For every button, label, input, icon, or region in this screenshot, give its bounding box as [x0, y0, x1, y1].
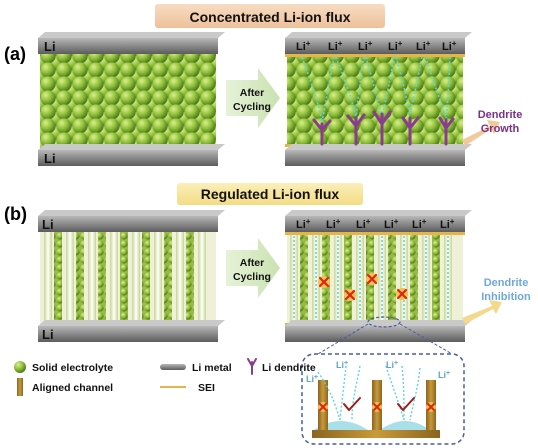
li-metal-icon: [160, 364, 186, 370]
panel-b: (b) Regulated Li-ion flux: [4, 183, 531, 355]
legend-item-li-dendrite: Li dendrite: [247, 358, 316, 375]
svg-text:Solid electrolyte: Solid electrolyte: [32, 362, 113, 374]
dendrite-inhibition-indicator: Dendrite Inhibition: [462, 277, 531, 324]
panel-a-banner: [155, 4, 385, 28]
svg-text:Li+: Li+: [296, 39, 311, 53]
panel-a-banner-text: Concentrated Li-ion flux: [190, 9, 351, 25]
panel-a-cycling-arrow: After Cycling: [226, 68, 280, 128]
panel-a-cycled-cell: Li+ Li+ Li+ Li+ Li+ Li+: [285, 32, 472, 166]
sei-icon: [160, 386, 186, 388]
svg-text:Li dendrite: Li dendrite: [262, 362, 316, 374]
dendrite-growth-indicator: Dendrite Growth: [462, 109, 522, 146]
svg-text:Li metal: Li metal: [192, 362, 232, 374]
svg-text:Li+: Li+: [438, 370, 450, 380]
panel-b-initial-cell: Li Li: [38, 210, 225, 342]
arrow-text-after: After: [240, 87, 265, 99]
svg-text:Aligned channel: Aligned channel: [32, 382, 113, 394]
svg-text:Li+: Li+: [416, 39, 431, 53]
inset-checkmarks: [343, 397, 415, 411]
legend-item-aligned-channel: Aligned channel: [17, 378, 113, 396]
growth-text-line2: Growth: [481, 123, 520, 135]
svg-text:SEI: SEI: [198, 382, 215, 394]
svg-text:Li+: Li+: [326, 217, 341, 231]
inset-ion-trails: [317, 365, 421, 421]
sei-layer-top: [285, 54, 465, 57]
aligned-channels-initial: [44, 232, 206, 326]
li-ion-labels-b: Li+ Li+ Li+ Li+ Li+ Li+: [296, 217, 455, 231]
legend-item-sei: SEI: [160, 382, 215, 394]
arrow-b-text-cycling: Cycling: [233, 271, 271, 283]
svg-text:Li+: Li+: [328, 39, 343, 53]
concentrated-ion-trails: [301, 56, 451, 123]
inhibition-text-line1: Dendrite: [484, 277, 529, 289]
panel-a-initial-cell: Li Li: [38, 32, 225, 166]
legend-item-solid-electrolyte: Solid electrolyte: [14, 361, 113, 374]
blocked-markers: [318, 273, 408, 301]
li-dendrite-icon: [247, 358, 257, 375]
solid-electrolyte-block: [40, 54, 216, 150]
svg-text:Li+: Li+: [356, 217, 371, 231]
panel-b-cycled-cell: Li+ Li+ Li+ Li+ Li+ Li+: [285, 210, 472, 342]
panel-b-banner-text: Regulated Li-ion flux: [201, 186, 340, 202]
li-metal-anode-bottom: [38, 150, 218, 166]
arrow-b-text-after: After: [240, 257, 265, 269]
zoom-inset: Li+ Li+ Li+ Li+: [301, 353, 465, 445]
svg-text:Li+: Li+: [412, 217, 427, 231]
svg-text:Li+: Li+: [358, 39, 373, 53]
zoom-region: [367, 316, 401, 328]
anode-top-label: Li: [44, 39, 56, 54]
anode-top-label-b: Li: [42, 217, 54, 232]
anode-bottom-label-b: Li: [42, 327, 54, 342]
legend-item-li-metal: Li metal: [160, 362, 232, 374]
li-metal-anode-top: [38, 38, 218, 54]
svg-text:Li+: Li+: [442, 39, 457, 53]
svg-text:Li+: Li+: [336, 360, 348, 370]
panel-b-cycling-arrow: After Cycling: [226, 238, 280, 298]
svg-text:Li+: Li+: [388, 39, 403, 53]
svg-text:Li+: Li+: [386, 360, 398, 370]
li-dendrites: [312, 110, 455, 146]
svg-text:Li+: Li+: [440, 217, 455, 231]
inset-li-labels: Li+ Li+ Li+ Li+: [306, 360, 450, 384]
aligned-channel-icon: [17, 378, 23, 396]
growth-text-line1: Dendrite: [478, 109, 523, 121]
svg-text:Li+: Li+: [384, 217, 399, 231]
inset-wall-blocked-markers: [318, 402, 436, 412]
panel-b-banner: [177, 183, 363, 205]
panel-a-label: (a): [4, 44, 26, 64]
anode-bottom-label: Li: [44, 151, 56, 166]
panel-a: (a) Concentrated Li-ion flux Li Li After…: [4, 4, 522, 166]
legend: Solid electrolyte Li metal Li dendrite A…: [14, 358, 316, 396]
li-ion-labels-a: Li+ Li+ Li+ Li+ Li+ Li+: [296, 39, 457, 53]
inhibition-text-line2: Inhibition: [481, 291, 531, 303]
svg-text:Li+: Li+: [306, 374, 318, 384]
svg-text:Li+: Li+: [296, 217, 311, 231]
solid-electrolyte-icon: [14, 361, 26, 373]
arrow-text-cycling: Cycling: [233, 101, 271, 113]
panel-b-label: (b): [4, 204, 27, 224]
